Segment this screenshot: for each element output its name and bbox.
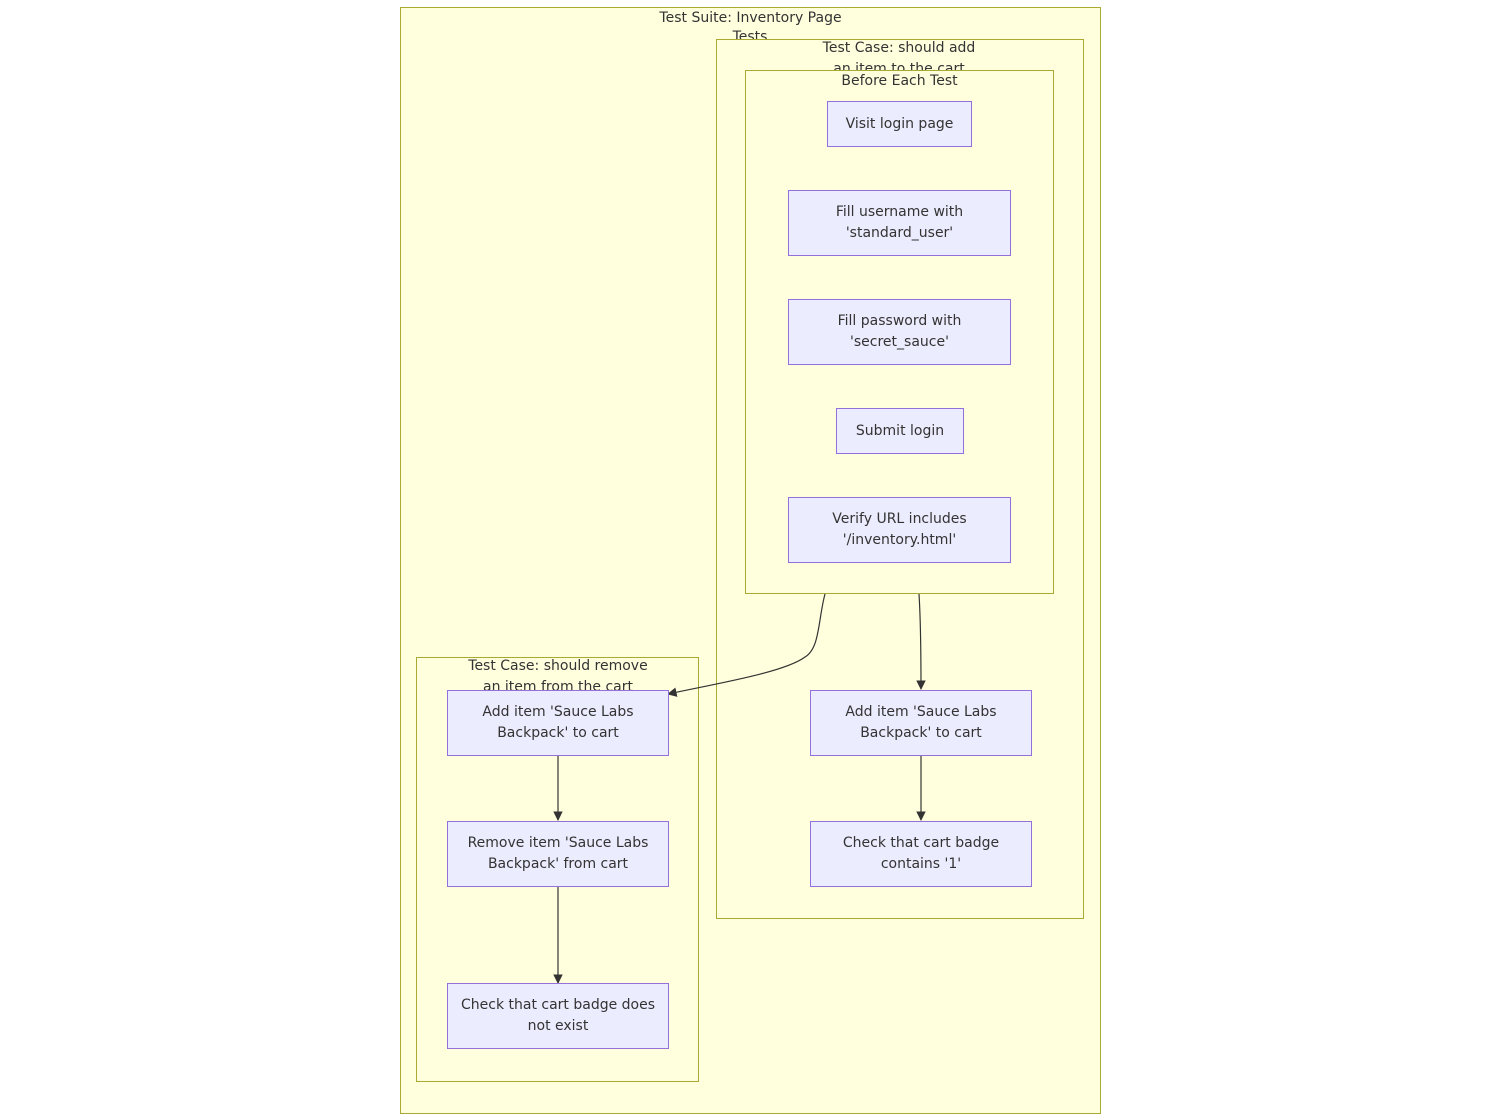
node-check-badge-contains-1: Check that cart badge contains '1' bbox=[810, 821, 1032, 887]
node-submit-login: Submit login bbox=[836, 408, 964, 454]
cluster-title-tests: Tests bbox=[732, 29, 768, 41]
cluster-title-test-case-add: Test Case: should add an item to the car… bbox=[822, 40, 976, 72]
cluster-title-test-case-remove: Test Case: should remove an item from th… bbox=[468, 658, 648, 690]
cluster-title-test-suite: Test Suite: Inventory Page bbox=[659, 10, 842, 26]
node-visit-login-page: Visit login page bbox=[827, 101, 972, 147]
edge-before-each-to-add-right bbox=[916, 593, 926, 690]
node-fill-password: Fill password with 'secret_sauce' bbox=[788, 299, 1011, 365]
edge-before-each-to-add-left bbox=[667, 593, 826, 697]
node-fill-username: Fill username with 'standard_user' bbox=[788, 190, 1011, 256]
node-check-badge-not-exist: Check that cart badge does not exist bbox=[447, 983, 669, 1049]
node-remove-item: Remove item 'Sauce Labs Backpack' from c… bbox=[447, 821, 669, 887]
cluster-title-before-each: Before Each Test bbox=[841, 73, 958, 89]
node-verify-url: Verify URL includes '/inventory.html' bbox=[788, 497, 1011, 563]
node-add-item-add-case: Add item 'Sauce Labs Backpack' to cart bbox=[810, 690, 1032, 756]
node-add-item-remove-case: Add item 'Sauce Labs Backpack' to cart bbox=[447, 690, 669, 756]
